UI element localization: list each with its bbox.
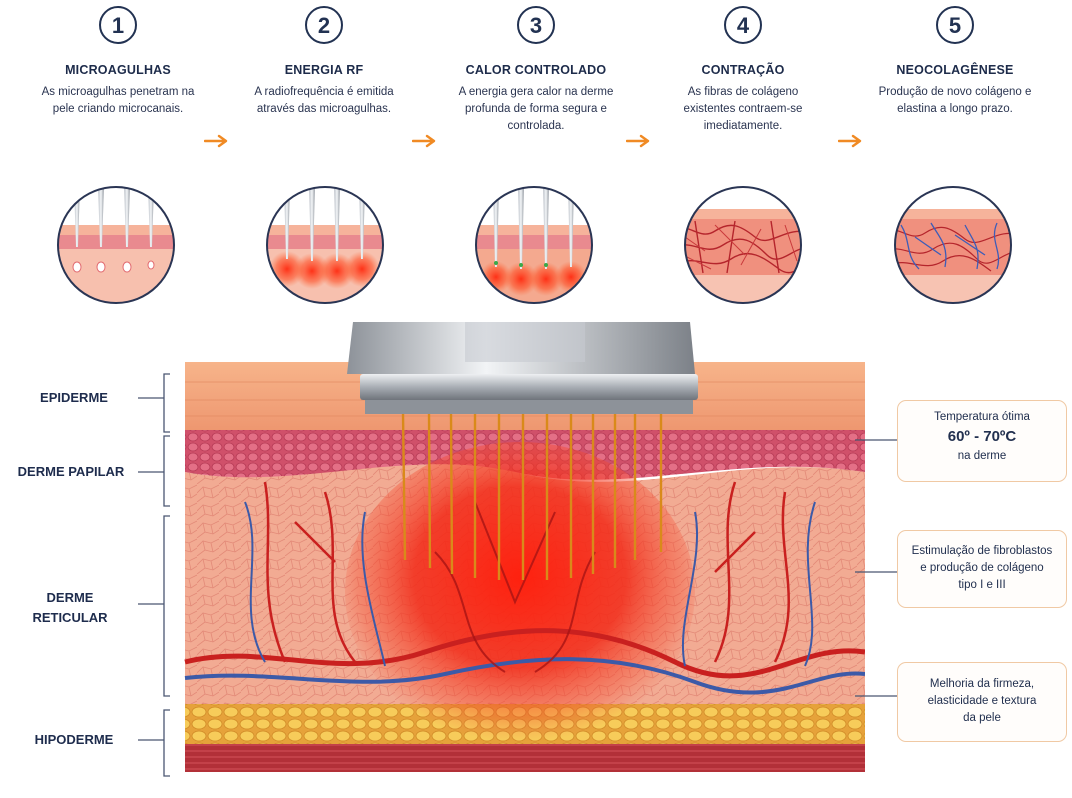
temperature-value: 60º - 70ºC — [904, 426, 1060, 448]
arrow-right-icon — [626, 134, 652, 148]
step-number: 2 — [305, 6, 343, 44]
step-1: 1 MICROAGULHAS As microagulhas penetram … — [15, 6, 221, 118]
step-number: 3 — [517, 6, 555, 44]
step-title: MICROAGULHAS — [15, 63, 221, 77]
layer-label-hipoderme: HIPODERME — [14, 730, 134, 750]
callout-line: Temperatura ótima — [904, 409, 1060, 426]
temperature-callout: Temperatura ótima 60º - 70ºC na derme — [897, 400, 1067, 482]
arrow-right-icon — [838, 134, 864, 148]
step-3: 3 CALOR CONTROLADO A energia gera calor … — [433, 6, 639, 135]
firmness-callout: Melhoria da firmeza, elasticidade e text… — [897, 662, 1067, 742]
layer-label-derme-reticular: DERME RETICULAR — [10, 588, 130, 628]
neocollagenesis-illustration — [885, 185, 1021, 305]
layer-label-line: RETICULAR — [10, 608, 130, 628]
step-5: 5 NEOCOLAGÊNESE Produção de novo colágen… — [852, 6, 1058, 118]
skin-cross-section — [175, 322, 865, 792]
callout-line: da pele — [904, 710, 1060, 727]
step-title: NEOCOLAGÊNESE — [852, 63, 1058, 77]
callout-line: Melhoria da firmeza, — [904, 676, 1060, 693]
step-number: 1 — [99, 6, 137, 44]
step-title: ENERGIA RF — [221, 63, 427, 77]
callout-line: Estimulação de fibroblastos — [904, 543, 1060, 560]
step-title: CALOR CONTROLADO — [433, 63, 639, 77]
callout-line: elasticidade e textura — [904, 693, 1060, 710]
step-number: 5 — [936, 6, 974, 44]
contraction-illustration — [675, 185, 811, 305]
microneedle-illustration — [48, 185, 184, 305]
step-description: A energia gera calor na derme profunda d… — [433, 84, 639, 135]
arrow-right-icon — [412, 134, 438, 148]
callout-line: na derme — [904, 448, 1060, 465]
controlled-heat-illustration — [466, 185, 602, 305]
callout-connectors — [855, 430, 899, 710]
step-description: Produção de novo colágeno e elastina a l… — [852, 84, 1058, 118]
step-title: CONTRAÇÃO — [640, 63, 846, 77]
layer-label-line: DERME — [10, 588, 130, 608]
layer-brackets — [130, 370, 180, 780]
step-2: 2 ENERGIA RF A radiofrequência é emitida… — [221, 6, 427, 118]
step-description: As fibras de colágeno existentes contrae… — [640, 84, 846, 135]
callout-line: tipo I e III — [904, 577, 1060, 594]
arrow-right-icon — [204, 134, 230, 148]
step-4: 4 CONTRAÇÃO As fibras de colágeno existe… — [640, 6, 846, 135]
fibroblast-callout: Estimulação de fibroblastos e produção d… — [897, 530, 1067, 608]
layer-label-epiderme: EPIDERME — [14, 388, 134, 408]
step-number: 4 — [724, 6, 762, 44]
step-description: As microagulhas penetram na pele criando… — [15, 84, 221, 118]
callout-line: e produção de colágeno — [904, 560, 1060, 577]
layer-label-derme-papilar: DERME PAPILAR — [4, 462, 138, 482]
step-description: A radiofrequência é emitida através das … — [221, 84, 427, 118]
rf-energy-illustration — [257, 185, 393, 305]
